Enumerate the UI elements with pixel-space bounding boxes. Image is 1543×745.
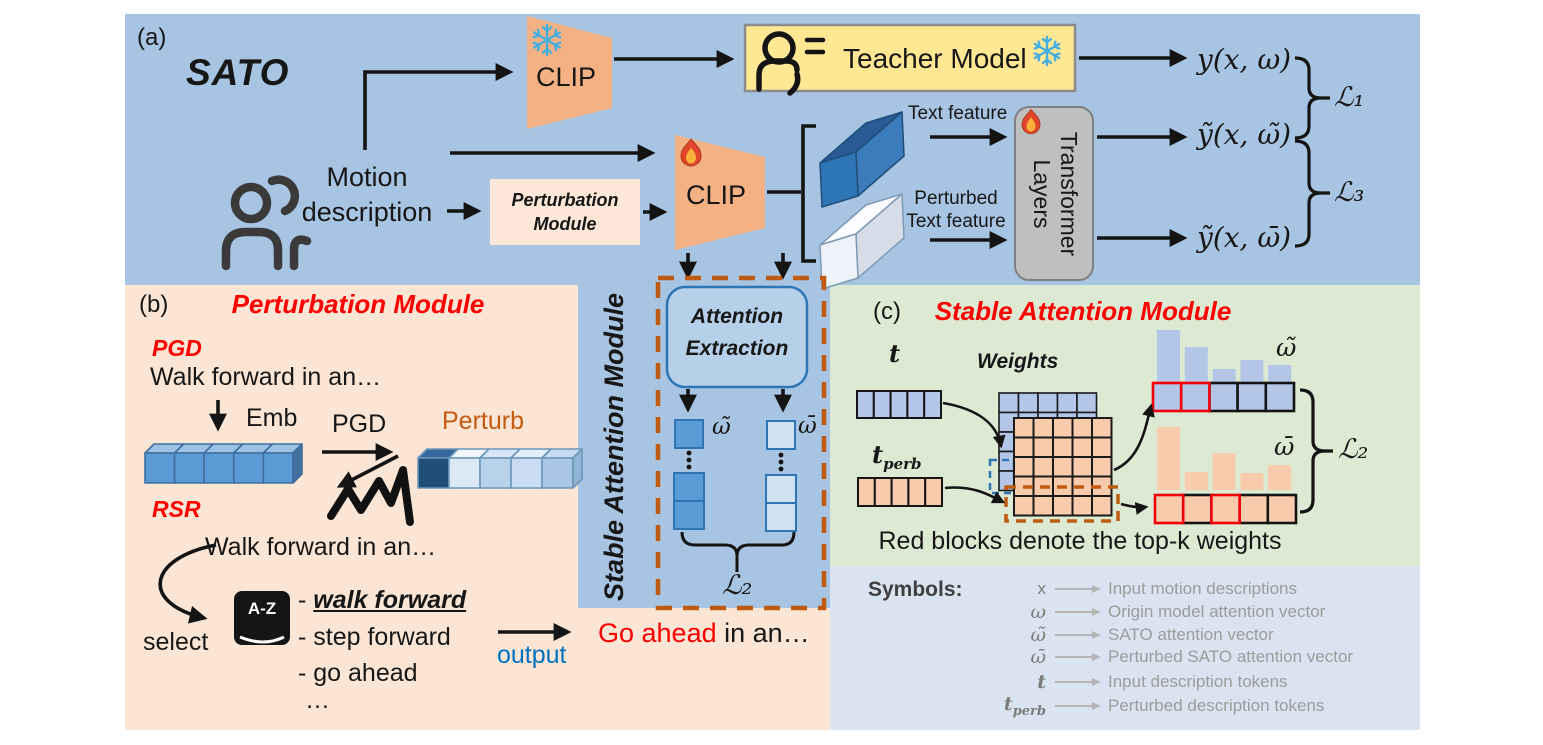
topk-caption: Red blocks denote the top-k weights — [878, 527, 1282, 555]
candidate-walk-forward: - walk forward — [298, 586, 466, 615]
perturbation-box-line2: Module — [533, 214, 597, 234]
perturbed-text-feature-label: Perturbed Text feature — [900, 187, 1012, 233]
weights-label: Weights — [977, 350, 1059, 373]
result-go-ahead: Go ahead — [598, 618, 717, 648]
legend-row: ω Origin model attention vector — [988, 601, 1326, 623]
attention-line2: Extraction — [685, 337, 789, 360]
result-rest: in an… — [716, 618, 810, 648]
walk-forward-sentence-1: Walk forward in an… — [150, 363, 382, 391]
panel-symbols-legend — [830, 566, 1420, 730]
legend-symbol: t — [1037, 671, 1046, 693]
rsr-heading: RSR — [152, 496, 201, 522]
motion-line1: Motion — [326, 162, 408, 192]
legend-label: Input description tokens — [1108, 672, 1288, 691]
legend-arrow-icon — [1055, 653, 1101, 661]
omega-bar-mid-label: ω̄ — [798, 413, 817, 439]
transformer-line2: Layers — [1029, 159, 1055, 229]
t-label: t — [889, 339, 901, 368]
legend-row: x Input motion descriptions — [988, 578, 1298, 600]
legend-symbol: ω̃ — [1030, 624, 1047, 646]
item1-dash: - — [298, 586, 307, 614]
legend-arrow-icon — [1055, 631, 1101, 639]
teacher-model-label: Teacher Model — [843, 43, 1027, 74]
transformer-line1: Transformer — [1056, 131, 1082, 257]
stable-attention-title: Stable Attention Module — [934, 296, 1232, 326]
loss1-label: ℒ₁ — [1334, 82, 1365, 113]
t-perb-base: t — [872, 440, 884, 469]
perturbation-box-label: Perturbation Module — [490, 188, 640, 236]
panel-c-stable-attention-module — [830, 285, 1420, 566]
loss2-mid-label: ℒ₂ — [722, 570, 753, 601]
output-y-tilde: ỹ(x, ω̃) — [1197, 118, 1292, 151]
legend-arrow-icon — [1055, 585, 1101, 593]
pgd-heading: PGD — [152, 335, 202, 361]
output-y-tilde-bar: ỹ(x, ω̄) — [1197, 221, 1292, 254]
pgd-arrow-label: PGD — [332, 410, 387, 438]
book-az-label: A-Z — [247, 599, 277, 618]
legend-arrow-icon — [1055, 678, 1101, 686]
candidate-step-forward: - step forward — [298, 623, 451, 651]
legend-row: ω̄ Perturbed SATO attention vector — [988, 646, 1354, 668]
loss3-label: ℒ₃ — [1334, 177, 1365, 208]
perturbed-line1: Perturbed — [914, 188, 998, 209]
legend-label: Input motion descriptions — [1108, 579, 1297, 598]
output-label: output — [497, 641, 567, 669]
panel-b-label: (b) — [139, 291, 169, 318]
clip2-label: CLIP — [685, 180, 747, 210]
legend-arrow-icon — [1055, 608, 1101, 616]
perturbation-module-title: Perturbation Module — [231, 289, 485, 319]
panel-a-label: (a) — [137, 24, 167, 51]
legend-symbol: x — [1037, 579, 1047, 598]
select-label: select — [143, 628, 209, 656]
loss2-c-label: ℒ₂ — [1338, 434, 1369, 465]
legend-label: Origin model attention vector — [1108, 602, 1326, 621]
stable-attention-vertical-title: Stable Attention Module — [599, 293, 629, 601]
attention-line1: Attention — [690, 305, 784, 328]
legend-symbol: tperb — [1003, 693, 1046, 719]
result-sentence: Go ahead in an… — [598, 618, 810, 649]
legend-arrow-icon — [1055, 702, 1101, 710]
legend-label: SATO attention vector — [1108, 625, 1274, 644]
perturb-label: Perturb — [442, 407, 524, 435]
emb-label: Emb — [246, 404, 298, 432]
legend-row: t Input description tokens — [988, 671, 1288, 693]
text-feature-label: Text feature — [908, 103, 1008, 124]
t-perb-sub: perb — [883, 454, 922, 473]
candidate-ellipsis: … — [305, 686, 330, 714]
panel-c-label: (c) — [873, 298, 901, 325]
motion-line2: description — [301, 197, 433, 227]
transformer-layers-label: Transformer Layers — [1026, 109, 1082, 279]
omega-tilde-c-label: ω̃ — [1276, 333, 1297, 362]
legend-row: ω̃ SATO attention vector — [988, 624, 1274, 646]
t-perb-label: tperb — [872, 441, 922, 473]
perturbed-line2: Text feature — [906, 211, 1006, 232]
clip1-label: CLIP — [535, 62, 597, 92]
legend-label: Perturbed SATO attention vector — [1108, 647, 1354, 666]
legend-symbol: ω̄ — [1030, 646, 1047, 668]
legend-label: Perturbed description tokens — [1108, 696, 1325, 715]
attention-extraction-label: Attention Extraction — [667, 301, 807, 365]
legend-symbol: ω — [1030, 601, 1047, 623]
motion-description-label: Motion description — [297, 160, 437, 230]
sato-title: SATO — [186, 52, 290, 93]
omega-bar-c-label: ω̄ — [1274, 432, 1295, 461]
item1-word: walk forward — [313, 586, 467, 614]
walk-forward-sentence-2: Walk forward in an… — [205, 533, 437, 561]
candidate-go-ahead: - go ahead — [298, 659, 418, 687]
legend-row: tperb Perturbed description tokens — [988, 693, 1325, 719]
omega-tilde-mid-label: ω̃ — [712, 414, 731, 440]
perturbation-box-line1: Perturbation — [511, 190, 619, 210]
output-y: y(x, ω) — [1197, 43, 1292, 76]
symbols-title: Symbols: — [868, 578, 963, 601]
